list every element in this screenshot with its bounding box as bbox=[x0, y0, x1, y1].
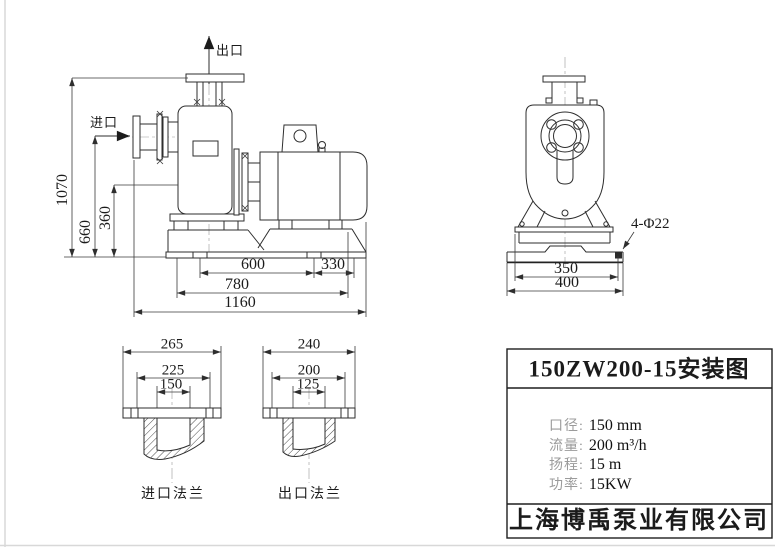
outlet-flange-section bbox=[262, 346, 356, 483]
pump-foot-pad bbox=[173, 220, 189, 231]
spec-label: 功率: bbox=[549, 478, 584, 493]
dim-text-265: 265 bbox=[160, 336, 184, 353]
inlet-flange-plate bbox=[132, 115, 141, 159]
bracket-plate bbox=[233, 148, 240, 216]
dim-text-1070: 1070 bbox=[54, 174, 71, 206]
dim-text-240: 240 bbox=[297, 336, 321, 353]
motor-lifting-eye bbox=[318, 141, 326, 149]
spec-value: 15 m bbox=[588, 456, 622, 473]
bolt-callout-text: 4-Φ22 bbox=[631, 216, 670, 232]
spec-row-flow: 流量: 200 m³/h bbox=[549, 435, 647, 455]
bolt-mark bbox=[241, 152, 249, 160]
pump-body-front bbox=[525, 104, 605, 220]
flange-bore bbox=[292, 417, 326, 450]
outlet-flange-label: 出口法兰 bbox=[278, 487, 342, 502]
flange-bolt-hole bbox=[546, 142, 557, 153]
dim-text-1160: 1160 bbox=[224, 294, 256, 311]
flange-bolt-hole bbox=[546, 119, 557, 130]
bolt-mark bbox=[576, 97, 584, 104]
dim-text-660: 660 bbox=[77, 220, 94, 244]
pedestal-bolt bbox=[519, 221, 525, 227]
inlet-backing-plate bbox=[162, 116, 169, 158]
bracket-plate bbox=[241, 152, 249, 212]
inlet-flow-label: 进口 bbox=[90, 115, 119, 130]
spec-value: 200 m³/h bbox=[588, 437, 647, 454]
spec-label: 流量: bbox=[549, 439, 584, 454]
callout-leader bbox=[622, 231, 635, 250]
drain-slot bbox=[556, 150, 574, 185]
dim-text-400: 400 bbox=[555, 274, 579, 291]
flange-bore bbox=[156, 417, 191, 452]
dim-text-150: 150 bbox=[159, 376, 183, 393]
spec-row-diameter: 口径: 150 mm bbox=[549, 415, 642, 435]
front-top-flange bbox=[542, 75, 586, 83]
pump-foot-plate bbox=[169, 213, 245, 222]
base-slope bbox=[247, 229, 265, 251]
dim-text-330: 330 bbox=[321, 256, 345, 273]
base-step-profile bbox=[507, 245, 623, 253]
terminal-box-gland bbox=[293, 129, 307, 143]
bolt-mark bbox=[156, 157, 164, 165]
bolt-mark bbox=[193, 98, 201, 106]
motor-foot bbox=[278, 219, 293, 230]
outlet-flange-top bbox=[185, 73, 245, 83]
bolt-mark bbox=[241, 204, 249, 212]
dim-text-200: 200 bbox=[297, 362, 321, 379]
suction-flange-mid-circle bbox=[548, 119, 582, 153]
lifting-eye-base bbox=[318, 147, 326, 153]
dim-text-225: 225 bbox=[161, 362, 185, 379]
motor-body bbox=[259, 151, 368, 221]
inlet-flange-section bbox=[122, 346, 222, 483]
dim-text-350: 350 bbox=[554, 260, 578, 277]
title-block-frame bbox=[506, 348, 773, 539]
suction-flange-bore-circle bbox=[553, 124, 577, 148]
spec-row-head: 扬程: 15 m bbox=[549, 454, 621, 474]
spec-label: 扬程: bbox=[549, 458, 584, 473]
dim-text-780: 780 bbox=[225, 276, 249, 293]
support-leg bbox=[536, 210, 546, 228]
spec-label: 口径: bbox=[549, 419, 584, 434]
anchor-bolt-hole bbox=[615, 251, 622, 259]
base-slope bbox=[351, 228, 367, 253]
flange-bolt-hole bbox=[573, 119, 584, 130]
title-block-border bbox=[506, 348, 773, 539]
drain-plug bbox=[561, 209, 569, 217]
vent-plug bbox=[589, 99, 598, 106]
pedestal-bolt bbox=[603, 221, 609, 227]
pump-nameplate bbox=[192, 140, 219, 157]
motor-terminal-box bbox=[281, 124, 319, 153]
pump-body-side bbox=[177, 105, 233, 215]
spec-value: 150 mm bbox=[588, 417, 642, 434]
support-leg bbox=[584, 210, 594, 228]
company-name: 上海博禹泵业有限公司 bbox=[509, 508, 769, 534]
motor-foot bbox=[328, 219, 343, 230]
front-view bbox=[506, 57, 635, 296]
pedestal-plate bbox=[514, 226, 614, 233]
pump-foot-pad bbox=[223, 220, 239, 231]
base-slope bbox=[257, 228, 271, 249]
dim-text-360: 360 bbox=[97, 206, 114, 230]
inlet-flange-label: 进口法兰 bbox=[141, 487, 205, 502]
drawing-title: 150ZW200-15安装图 bbox=[528, 356, 750, 382]
inlet-backing-plate bbox=[156, 113, 163, 161]
bolt-mark bbox=[218, 98, 226, 106]
spec-row-power: 功率: 15KW bbox=[549, 474, 632, 494]
bolt-mark bbox=[156, 110, 164, 118]
suction-flange-outer-circle bbox=[540, 111, 590, 161]
dim-text-125: 125 bbox=[296, 376, 320, 393]
flange-bolt-hole bbox=[573, 142, 584, 153]
outlet-flow-label: 出口 bbox=[216, 43, 245, 58]
side-view bbox=[64, 36, 368, 317]
bolt-mark bbox=[545, 97, 553, 104]
dim-text-600: 600 bbox=[241, 256, 265, 273]
spec-value: 15KW bbox=[588, 476, 632, 493]
